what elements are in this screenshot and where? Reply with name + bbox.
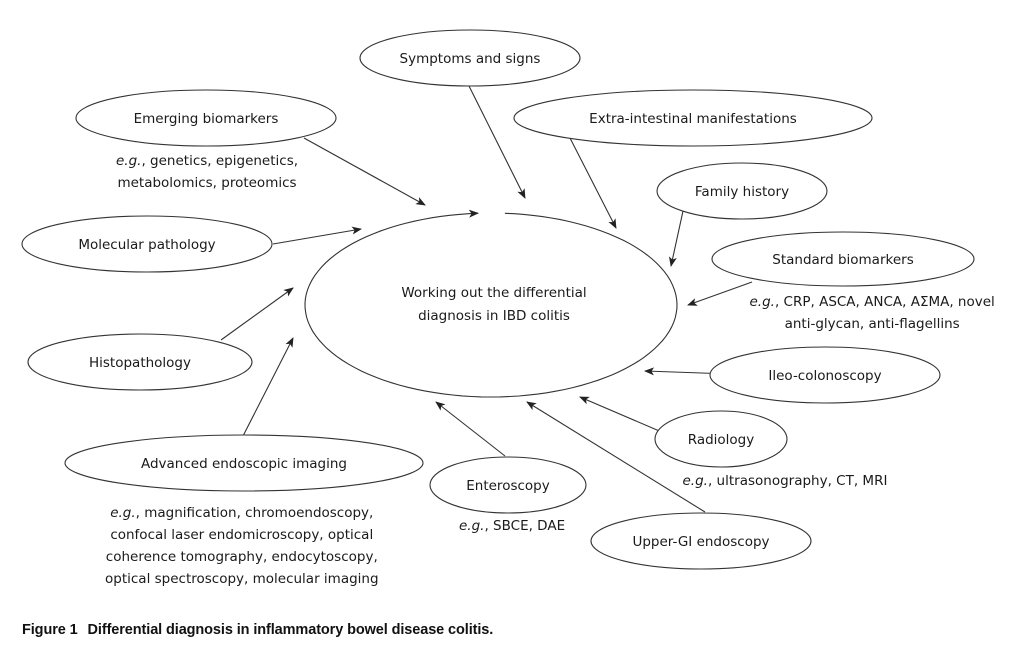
- note-prefix: e.g.: [749, 294, 775, 310]
- node-molecular: Molecular pathology: [21, 215, 273, 273]
- node-family: Family history: [656, 162, 828, 220]
- note-radiology: e.g., ultrasonography, CT, MRI: [683, 470, 888, 492]
- note-line: metabolomics, proteomics: [117, 175, 297, 191]
- note-prefix: e.g.: [116, 153, 142, 169]
- node-ellipse: [513, 89, 873, 147]
- note-line: optical spectroscopy, molecular imaging: [105, 571, 379, 587]
- arrow-uppergi-to-center: [526, 401, 706, 513]
- note-advanced: e.g., magnification, chromoendoscopy, con…: [105, 502, 379, 590]
- note-entero: e.g., SBCE, DAE: [459, 515, 565, 537]
- node-ellipse: [21, 215, 273, 273]
- node-label: Standard biomarkers: [772, 252, 914, 268]
- note-line: anti-glycan, anti-flagellins: [784, 316, 960, 332]
- node-label: Molecular pathology: [78, 237, 215, 253]
- arrow-radiology-to-center: [579, 396, 672, 437]
- note-standard: e.g., CRP, ASCA, ANCA, AΣMA, novel anti-g…: [750, 291, 995, 335]
- node-ellipse: [27, 333, 253, 391]
- center-label-line: Working out the differential: [401, 285, 586, 301]
- node-label: Upper-GI endoscopy: [632, 534, 769, 550]
- arrow-molecular-to-center: [272, 226, 362, 245]
- arrow-symptoms-to-center: [468, 85, 526, 199]
- arrow-entero-to-center: [435, 401, 506, 457]
- node-ellipse: [590, 512, 812, 570]
- note-prefix: e.g.: [459, 518, 485, 534]
- node-label: Histopathology: [89, 355, 191, 371]
- edges-layer: [220, 85, 753, 513]
- node-label: Emerging biomarkers: [134, 111, 279, 127]
- center-label-line: diagnosis in IBD colitis: [418, 308, 570, 324]
- arrow-standard-to-center: [687, 281, 753, 306]
- note-line: confocal laser endomicroscopy, optical: [110, 527, 374, 543]
- center-ellipse: [304, 209, 678, 398]
- node-ellipse: [359, 29, 581, 87]
- node-entero: Enteroscopy: [429, 456, 587, 514]
- arrow-advanced-to-center: [242, 337, 294, 437]
- node-extra: Extra-intestinal manifestations: [513, 89, 873, 147]
- node-advanced: Advanced endoscopic imaging: [64, 434, 424, 492]
- node-label: Advanced endoscopic imaging: [141, 456, 347, 472]
- note-line: e.g., magnification, chromoendoscopy,: [110, 505, 374, 521]
- note-line: e.g., SBCE, DAE: [459, 518, 566, 534]
- note-prefix: e.g.: [110, 505, 136, 521]
- figure-caption-text: Differential diagnosis in inflammatory b…: [87, 622, 494, 638]
- note-prefix: e.g.: [682, 473, 708, 489]
- arrow-family-to-center: [669, 210, 684, 267]
- node-symptoms: Symptoms and signs: [359, 29, 581, 87]
- node-label: Symptoms and signs: [400, 51, 541, 67]
- node-uppergi: Upper-GI endoscopy: [590, 512, 812, 570]
- note-line: e.g., genetics, epigenetics,: [116, 153, 299, 169]
- node-histo: Histopathology: [27, 333, 253, 391]
- node-ellipse: [709, 346, 941, 404]
- node-radiology: Radiology: [654, 410, 788, 468]
- node-ellipse: [429, 456, 587, 514]
- node-label: Enteroscopy: [466, 478, 549, 494]
- node-ellipse: [654, 410, 788, 468]
- node-label: Ileo-colonoscopy: [768, 368, 881, 384]
- node-standard: Standard biomarkers: [711, 231, 975, 287]
- node-label: Extra-intestinal manifestations: [589, 111, 797, 127]
- note-line: e.g., CRP, ASCA, ANCA, AΣMA, novel: [749, 294, 995, 310]
- node-emerging: Emerging biomarkers: [75, 89, 337, 147]
- note-line: coherence tomography, endocytoscopy,: [105, 549, 378, 565]
- node-ileo: Ileo-colonoscopy: [709, 346, 941, 404]
- note-emerging: e.g., genetics, epigenetics, metabolomics…: [116, 150, 298, 194]
- center-node: Working out the differential diagnosis in…: [304, 209, 678, 398]
- node-ellipse: [711, 231, 975, 287]
- arrow-histo-to-center: [220, 287, 294, 341]
- node-ellipse: [75, 89, 337, 147]
- arrow-extra-to-center: [569, 137, 617, 229]
- nodes-layer: Working out the differential diagnosis in…: [21, 29, 975, 570]
- figure-number: Figure 1: [22, 622, 78, 638]
- note-line: e.g., ultrasonography, CT, MRI: [682, 473, 888, 489]
- node-label: Family history: [695, 184, 789, 200]
- node-ellipse: [64, 434, 424, 492]
- node-ellipse: [656, 162, 828, 220]
- arrow-emerging-to-center: [303, 137, 426, 206]
- figure-caption: Figure 1 Differential diagnosis in infla…: [22, 622, 493, 638]
- node-label: Radiology: [688, 432, 755, 448]
